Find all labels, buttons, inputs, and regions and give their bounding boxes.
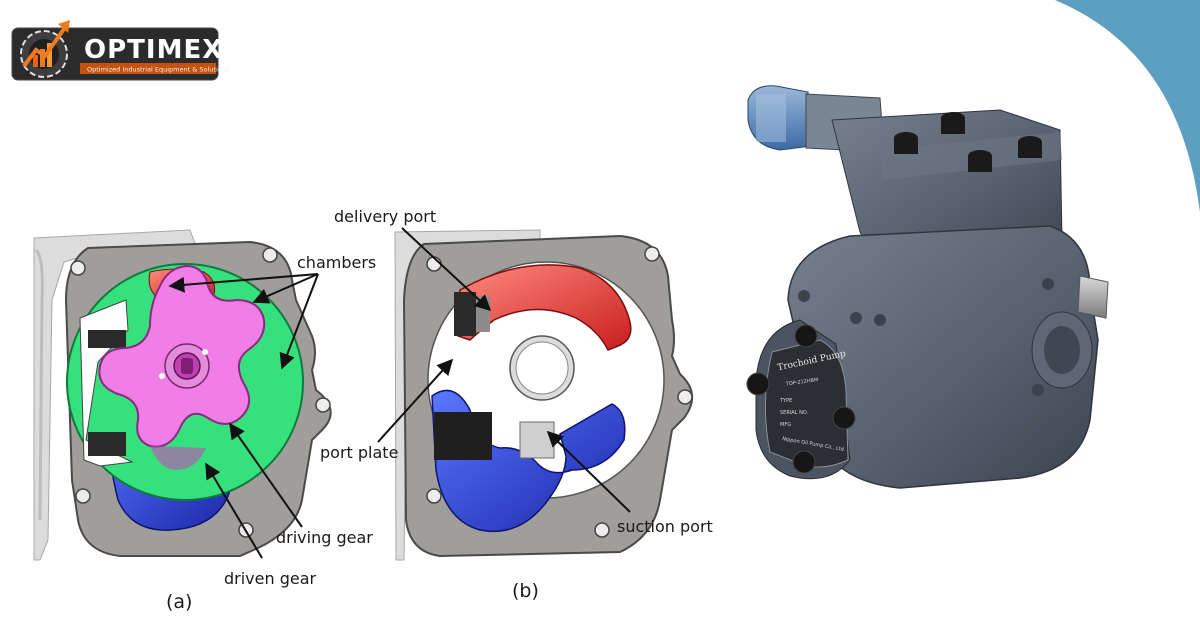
trochoid-pump-photo: Trochoid Pump TOP-212HBM TYPE SERIAL NO.… — [747, 86, 1108, 488]
logo-tagline: Optimized Industrial Equipment & Solutio… — [87, 66, 230, 74]
nameplate-field-2: SERIAL NO. — [780, 410, 809, 416]
logo-wordmark: OPTIMEX — [84, 35, 223, 65]
caption-b: (b) — [512, 580, 539, 602]
label-driving-gear: driving gear — [276, 528, 373, 547]
corner-accent-shape — [1055, 0, 1200, 212]
label-chambers: chambers — [297, 253, 376, 272]
nameplate-field-1: TYPE — [779, 398, 792, 404]
figure-a-pump-cutaway — [34, 230, 331, 560]
company-logo[interactable]: OPTIMEX Optimized Industrial Equipment &… — [12, 20, 230, 80]
label-suction-port: suction port — [617, 517, 713, 536]
label-driven-gear: driven gear — [224, 569, 317, 588]
nameplate-field-3: MFG — [780, 422, 791, 428]
figure-b-port-plate — [395, 230, 692, 560]
label-delivery-port: delivery port — [334, 207, 436, 226]
label-port-plate: port plate — [320, 443, 398, 462]
caption-a: (a) — [166, 591, 192, 613]
